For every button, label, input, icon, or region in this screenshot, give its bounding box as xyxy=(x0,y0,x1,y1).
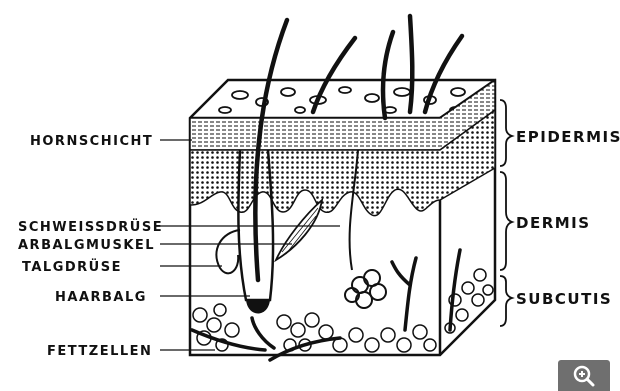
label-epidermis: EPIDERMIS xyxy=(516,128,620,146)
label-schweissdruese: SCHWEISSDRÜSE xyxy=(18,219,163,235)
label-subcutis: SUBCUTIS xyxy=(516,290,612,308)
label-dermis: DERMIS xyxy=(516,214,591,232)
label-haarbalg: HAARBALG xyxy=(55,290,147,305)
label-talgdruese: TALGDRÜSE xyxy=(22,259,122,275)
zoom-button[interactable] xyxy=(558,360,610,391)
label-fettzellen: FETTZELLEN xyxy=(47,344,152,359)
label-haarbalgmuskel: ARBALGMUSKEL xyxy=(18,238,155,253)
label-hornschicht: HORNSCHICHT xyxy=(30,134,153,149)
zoom-in-icon xyxy=(572,364,596,388)
layer-braces xyxy=(500,100,512,326)
